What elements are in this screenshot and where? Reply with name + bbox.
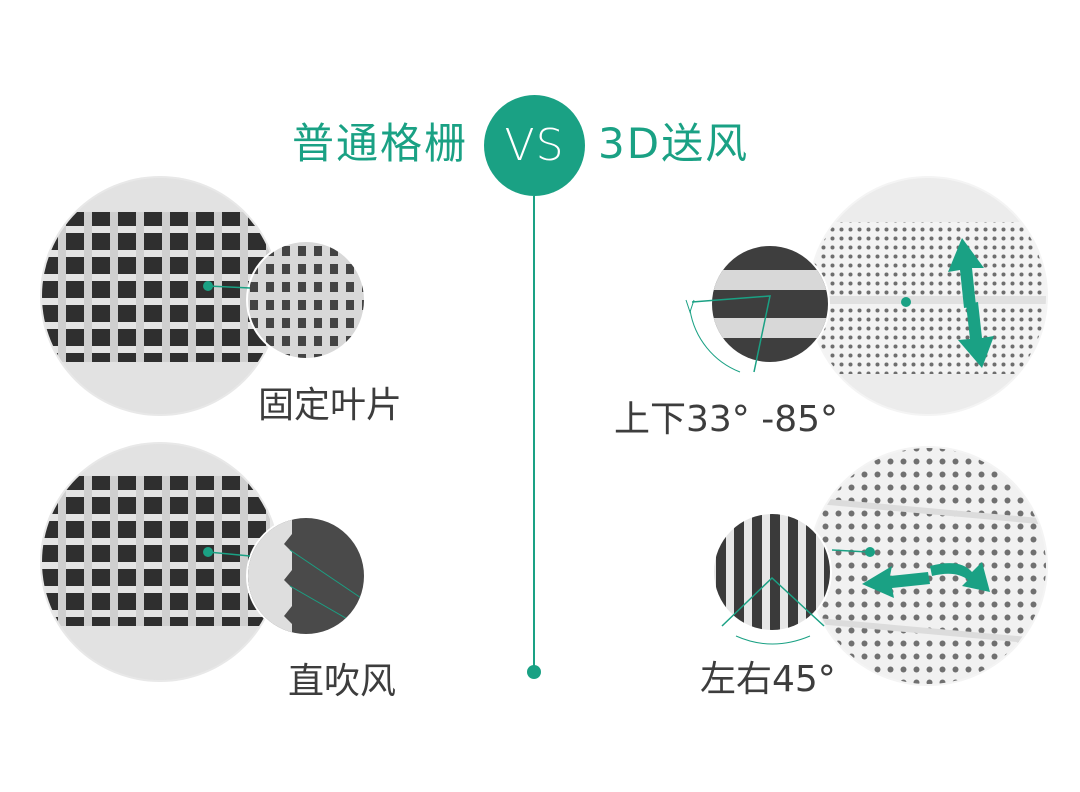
direct-blade-zoom [203, 516, 366, 636]
vertical-swing-arrow-icon [948, 238, 994, 368]
center-divider-dot [527, 665, 541, 679]
vs-label: VS [504, 120, 565, 171]
vertical-swing-photo [808, 176, 1048, 416]
3d-airflow-title: 3D送风 [598, 119, 750, 168]
horizontal-blade-zoom [712, 512, 832, 645]
fixed-blade-caption: 固定叶片 [258, 385, 403, 426]
vertical-blade-zoom [685, 244, 830, 373]
horizontal-angle-caption: 左右45° [700, 659, 836, 700]
vertical-angle-caption: 上下33° -85° [614, 399, 839, 440]
direct-blow-caption: 直吹风 [288, 661, 397, 702]
horizontal-swing-photo [808, 446, 1048, 686]
ordinary-grille-title: 普通格栅 [291, 119, 468, 168]
fixed-blade-zoom [203, 240, 366, 360]
horizontal-swing-arrow-icon [862, 562, 990, 598]
center-divider-line [533, 196, 535, 672]
vs-badge: VS [484, 95, 585, 196]
